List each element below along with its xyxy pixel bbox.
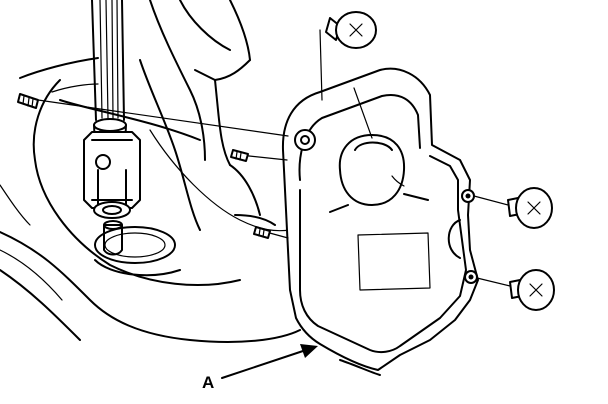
clip-fastener-right-lower [509,269,555,311]
callout-label-a: A [202,373,215,392]
universal-joint [83,131,141,256]
clip-fastener-right-upper [507,187,553,229]
stud-bolts [17,93,271,239]
clip-fastener-top [325,11,377,49]
callout-arrow-a [221,344,318,379]
steering-boot-base [59,99,201,277]
dash-cover-panel [281,67,479,376]
floor-panel-contours [0,0,301,343]
